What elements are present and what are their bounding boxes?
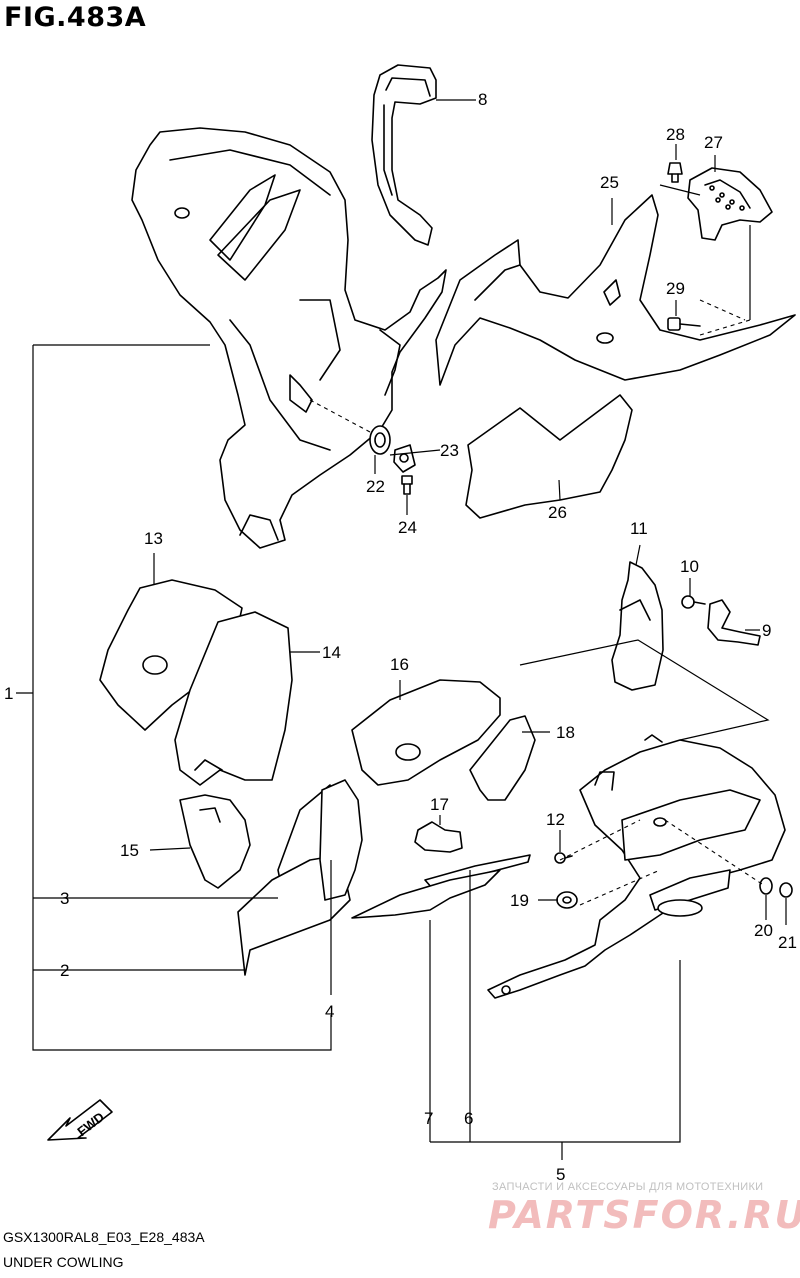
part-16-cover xyxy=(351,679,501,786)
callout-24: 24 xyxy=(398,518,417,537)
leader-lines xyxy=(16,99,787,1160)
callout-labels: 1 2 3 4 5 6 7 8 9 10 11 12 13 14 15 16 1… xyxy=(4,90,797,1184)
part-9-bracket xyxy=(707,599,761,646)
part-1-under-cowling xyxy=(131,127,447,549)
callout-19: 19 xyxy=(510,891,529,910)
callout-26: 26 xyxy=(548,503,567,522)
callout-17: 17 xyxy=(430,795,449,814)
part-10-screw xyxy=(681,595,706,609)
section-name: UNDER COWLING xyxy=(3,1254,124,1270)
callout-15: 15 xyxy=(120,841,139,860)
callout-3: 3 xyxy=(60,889,69,908)
part-14-panel xyxy=(174,611,293,786)
part-21-screw xyxy=(779,882,793,898)
part-11-bracket xyxy=(611,561,664,691)
part-8-bracket xyxy=(371,64,437,246)
callout-28: 28 xyxy=(666,125,685,144)
callout-10: 10 xyxy=(680,557,699,576)
callout-2: 2 xyxy=(60,961,69,980)
callout-18: 18 xyxy=(556,723,575,742)
callout-8: 8 xyxy=(478,90,487,109)
part-25-side-panel xyxy=(435,194,796,386)
part-26-pad xyxy=(465,394,633,519)
part-19-grommet xyxy=(556,891,578,909)
dashed-leaders xyxy=(309,299,763,906)
part-29-screw xyxy=(667,317,701,331)
callout-11: 11 xyxy=(630,519,648,538)
part-28-bolt xyxy=(667,162,683,183)
part-13-inner-panel xyxy=(99,579,243,731)
part-23-nut xyxy=(393,444,416,473)
callout-6: 6 xyxy=(464,1109,473,1128)
part-22-grommet xyxy=(369,425,391,455)
part-18-cover xyxy=(469,715,536,801)
part-27-mount-bracket xyxy=(687,167,773,241)
model-code: GSX1300RAL8_E03_E28_483A xyxy=(3,1229,205,1245)
callout-16: 16 xyxy=(390,655,409,674)
callout-21: 21 xyxy=(778,933,797,952)
part-5-lower-cowling xyxy=(487,734,786,999)
callout-23: 23 xyxy=(440,441,459,460)
callout-22: 22 xyxy=(366,477,385,496)
watermark-logo: PARTSFOR.RU xyxy=(488,1193,800,1237)
callout-27: 27 xyxy=(704,133,723,152)
figure-title: FIG.483A xyxy=(4,2,147,33)
callout-13: 13 xyxy=(144,529,163,548)
callout-14: 14 xyxy=(322,643,341,662)
part-4-panel xyxy=(319,779,363,901)
part-15-insulator xyxy=(179,794,251,889)
callout-4: 4 xyxy=(325,1002,334,1021)
callout-12: 12 xyxy=(546,810,565,829)
part-12-screw xyxy=(554,852,573,864)
watermark-caption: ЗАПЧАСТИ И АКСЕССУАРЫ ДЛЯ МОТОТЕХНИКИ xyxy=(492,1181,764,1193)
callout-1: 1 xyxy=(4,684,13,703)
callout-5: 5 xyxy=(556,1165,565,1184)
part-2-sheet xyxy=(237,854,351,976)
part-24-bolt xyxy=(401,475,413,495)
fwd-arrow-icon xyxy=(47,1099,113,1141)
callout-20: 20 xyxy=(754,921,773,940)
callout-9: 9 xyxy=(762,621,771,640)
part-17-damper xyxy=(414,821,463,853)
callout-25: 25 xyxy=(600,173,619,192)
part-20-nut xyxy=(759,877,773,895)
callout-7: 7 xyxy=(424,1109,433,1128)
callout-29: 29 xyxy=(666,279,685,298)
part-7-sheet xyxy=(351,869,501,919)
